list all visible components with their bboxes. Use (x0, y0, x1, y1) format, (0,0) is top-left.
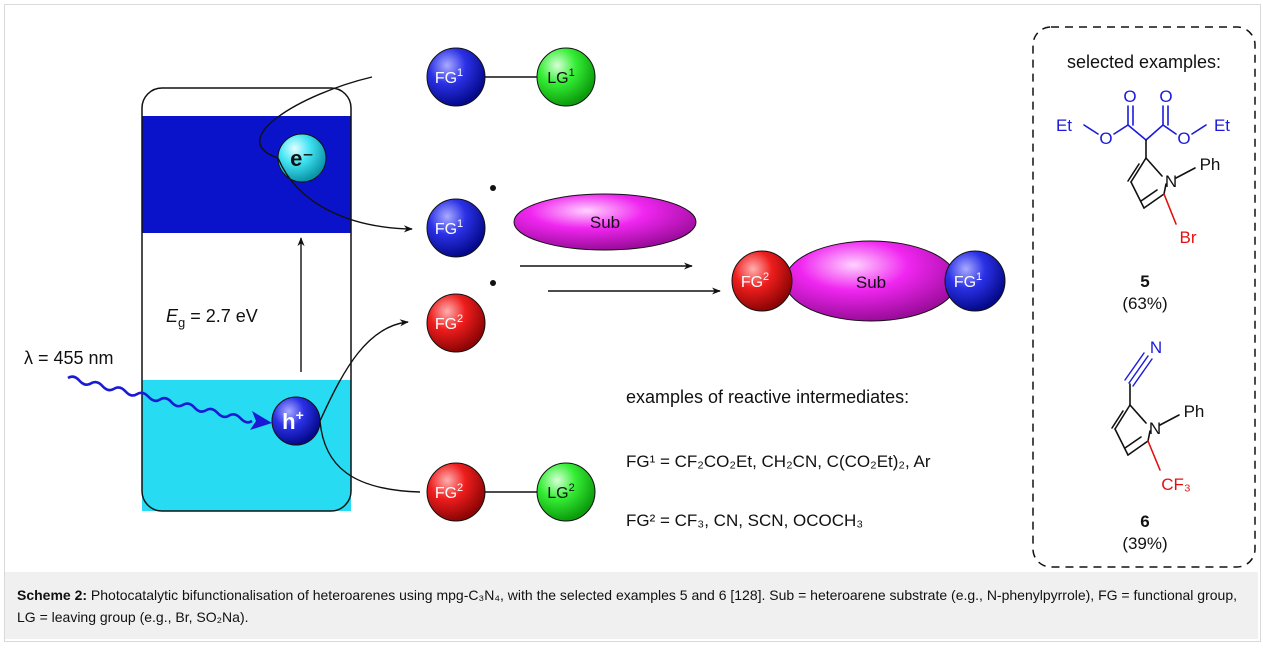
compound-5-number: 5 (1140, 272, 1149, 291)
reaction-scheme: Eg = 2.7 eV e⁻ h+ λ = 455 nm FG1 LG1 FG1… (24, 26, 1256, 568)
bifunctionalised-product: Sub FG2 FG1 (731, 240, 1006, 322)
band-diagram: Eg = 2.7 eV e⁻ h+ (141, 87, 352, 512)
compound-6-nitrile-n: N (1150, 338, 1162, 357)
compound-5-yield: (63%) (1122, 294, 1167, 313)
compound-6-n: N (1149, 419, 1161, 438)
reduction-arrow (259, 76, 373, 159)
compound-5-o-ester-right: O (1177, 129, 1190, 148)
caption-label: Scheme 2: (17, 587, 88, 603)
selected-examples-box (1032, 26, 1256, 568)
svg-text:Sub: Sub (856, 273, 886, 292)
compound-6-ph: Ph (1184, 402, 1205, 421)
bandgap-label: Eg = 2.7 eV (166, 306, 258, 330)
compound-5-structure (1083, 105, 1207, 225)
light-wave (67, 375, 253, 424)
valence-band (142, 380, 351, 511)
compound-6-cf3: CF₃ (1161, 475, 1191, 494)
lg1-sphere (536, 47, 596, 107)
fg1-lg1-precursor: FG1 LG1 (426, 47, 596, 107)
fg1-sphere (426, 47, 486, 107)
selected-examples-title: selected examples: (1067, 52, 1221, 72)
compound-6-number: 6 (1140, 512, 1149, 531)
electron-label: e⁻ (290, 146, 314, 171)
caption-text: Photocatalytic bifunctionalisation of he… (17, 587, 1237, 625)
oxidation-arrow-to-radical (319, 319, 409, 422)
compound-5-o-left: O (1123, 87, 1136, 106)
compound-6-structure (1111, 352, 1180, 471)
svg-text:Sub: Sub (590, 213, 620, 232)
fg1-intermediates: FG¹ = CF₂CO₂Et, CH₂CN, C(CO₂Et)₂, Ar (626, 452, 931, 471)
svg-text:FG2: FG2 (435, 313, 463, 333)
compound-5-o-ester-left: O (1099, 129, 1112, 148)
band-frame (141, 87, 352, 512)
fg2-radical: FG2 (426, 280, 496, 353)
figure-frame (4, 4, 1261, 642)
compound-5-n: N (1165, 172, 1177, 191)
substrate-reactant: Sub (513, 193, 697, 251)
fg1-radical: FG1 (426, 185, 496, 258)
svg-text:FG2: FG2 (741, 271, 769, 291)
compound-5-ph: Ph (1200, 155, 1221, 174)
compound-5-o-right: O (1159, 87, 1172, 106)
compound-5-et-left: Et (1056, 116, 1072, 135)
light-arrowhead (250, 411, 272, 430)
svg-text:FG1: FG1 (435, 67, 463, 87)
svg-text:LG2: LG2 (547, 482, 574, 502)
intermediates-title: examples of reactive intermediates: (626, 387, 909, 407)
reduction-arrow-to-radical (277, 157, 413, 233)
light-label: λ = 455 nm (24, 348, 114, 368)
svg-text:FG2: FG2 (435, 482, 463, 502)
compound-6-yield: (39%) (1122, 534, 1167, 553)
svg-text:FG1: FG1 (954, 271, 982, 291)
fg2-lg2-precursor: FG2 LG2 (426, 462, 596, 522)
svg-text:FG1: FG1 (435, 218, 463, 238)
hole-label: h+ (282, 407, 304, 434)
fg2-intermediates: FG² = CF₃, CN, SCN, OCOCH₃ (626, 511, 863, 530)
oxidation-arrow (319, 420, 421, 493)
compound-5-br: Br (1180, 228, 1197, 247)
compound-5-et-right: Et (1214, 116, 1230, 135)
svg-text:LG1: LG1 (547, 67, 574, 87)
scheme-caption: Scheme 2: Photocatalytic bifunctionalisa… (5, 572, 1258, 639)
